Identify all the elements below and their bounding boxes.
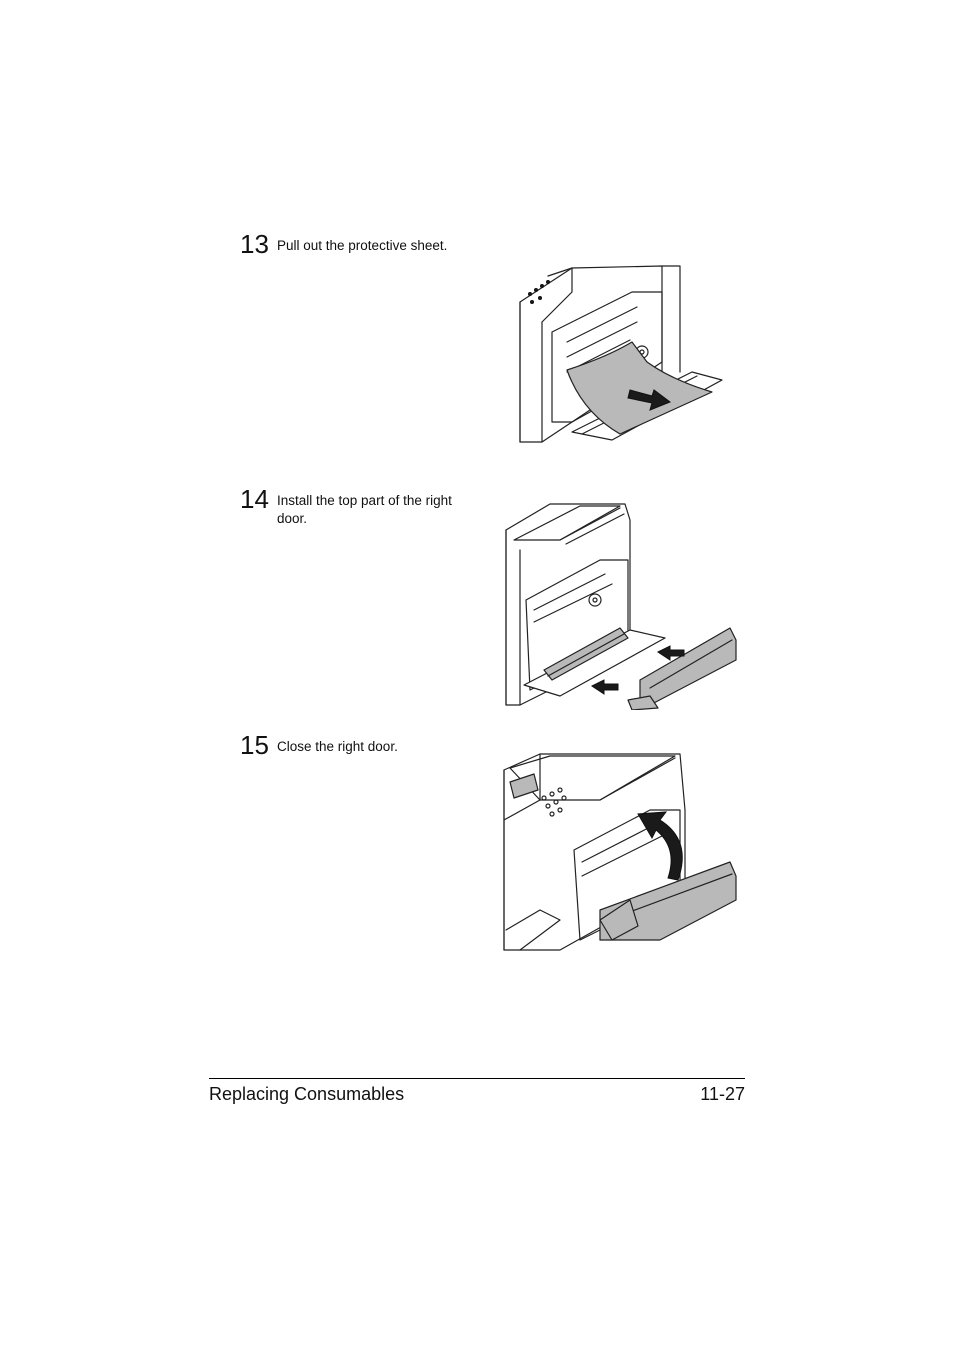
keypad-icon <box>541 787 567 817</box>
control-panel-icon <box>528 280 550 304</box>
illustration-close-right-door <box>503 753 737 951</box>
close-arrow-icon <box>637 811 683 881</box>
step-instruction: Pull out the protective sheet. <box>277 238 448 253</box>
display-panel-icon <box>509 773 539 799</box>
step-number: 13 <box>240 229 269 259</box>
insert-arrow-icon <box>657 645 685 661</box>
illustration-pull-protective-sheet <box>519 265 723 443</box>
step-instruction: Close the right door. <box>277 739 398 754</box>
step-number: 15 <box>240 730 269 760</box>
footer-page-number: 11-27 <box>700 1084 745 1104</box>
step-instruction: Install the top part of the right door. <box>277 493 452 526</box>
pull-arrow-icon <box>627 389 672 411</box>
footer-section-title: Replacing Consumables <box>209 1084 405 1104</box>
insert-arrow-icon <box>591 679 619 695</box>
step-number: 14 <box>240 484 269 514</box>
illustration-install-door-top <box>505 503 737 710</box>
footer-divider <box>209 1078 745 1079</box>
